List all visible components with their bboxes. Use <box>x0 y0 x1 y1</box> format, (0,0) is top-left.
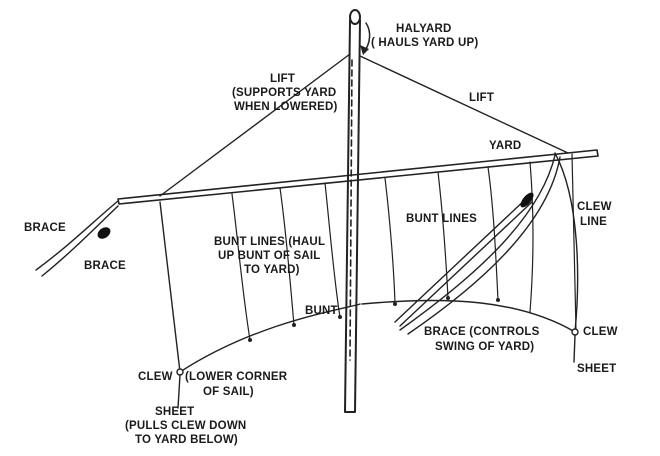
label-brace-right: BRACE (CONTROLS SWING OF YARD) <box>424 326 540 353</box>
label-brace-left-top: BRACE <box>24 222 66 234</box>
svg-text:BUNT: BUNT <box>305 305 338 317</box>
label-brace-left-bottom: BRACE <box>84 260 126 272</box>
svg-text:CLEW: CLEW <box>138 371 173 383</box>
label-sheet-right: SHEET <box>577 363 616 375</box>
svg-text:BUNT LINES (HAUL: BUNT LINES (HAUL <box>214 236 325 248</box>
label-bunt: BUNT <box>305 305 338 317</box>
svg-text:BRACE (CONTROLS: BRACE (CONTROLS <box>424 326 540 338</box>
svg-text:BUNT LINES: BUNT LINES <box>406 213 477 225</box>
svg-text:OF SAIL): OF SAIL) <box>203 386 254 398</box>
svg-text:CLEW: CLEW <box>583 326 618 338</box>
svg-text:LIFT: LIFT <box>469 92 494 104</box>
label-clew-right: CLEW <box>583 326 618 338</box>
sail <box>159 152 579 373</box>
label-lift-left: LIFT (SUPPORTS YARD WHEN LOWERED) <box>232 73 338 113</box>
svg-text:(PULLS CLEW DOWN: (PULLS CLEW DOWN <box>125 420 246 432</box>
bunt-line-blocks <box>248 296 500 342</box>
label-clew-line: CLEW LINE <box>577 201 612 228</box>
label-bunt-lines-right: BUNT LINES <box>406 213 477 225</box>
left-brace <box>35 200 119 277</box>
svg-text:( HAULS YARD UP): ( HAULS YARD UP) <box>371 37 478 49</box>
svg-text:BRACE: BRACE <box>84 260 126 272</box>
label-lower-corner: (LOWER CORNER OF SAIL) <box>185 371 288 398</box>
svg-text:WHEN LOWERED): WHEN LOWERED) <box>234 101 338 113</box>
label-yard: YARD <box>489 140 521 152</box>
svg-text:TO YARD): TO YARD) <box>244 264 300 276</box>
svg-text:LIFT: LIFT <box>270 73 295 85</box>
clews-and-sheets <box>176 328 579 409</box>
svg-text:SWING OF YARD): SWING OF YARD) <box>435 341 534 353</box>
svg-text:CLEW: CLEW <box>577 201 612 213</box>
yard <box>117 149 599 205</box>
svg-text:YARD: YARD <box>489 140 521 152</box>
svg-text:BRACE: BRACE <box>24 222 66 234</box>
halyard-arrow <box>360 22 371 55</box>
svg-text:TO YARD BELOW): TO YARD BELOW) <box>135 434 238 446</box>
label-lift-right: LIFT <box>469 92 494 104</box>
clew-line <box>571 153 577 331</box>
label-halyard: HALYARD ( HAULS YARD UP) <box>371 23 478 49</box>
bunt-lines <box>231 161 534 341</box>
svg-text:SHEET: SHEET <box>155 406 194 418</box>
svg-text:UP BUNT OF SAIL: UP BUNT OF SAIL <box>218 250 320 262</box>
svg-text:HALYARD: HALYARD <box>396 23 452 35</box>
svg-text:LINE: LINE <box>580 216 607 228</box>
mast <box>344 9 361 413</box>
label-bunt-lines-left: BUNT LINES (HAUL UP BUNT OF SAIL TO YARD… <box>214 236 325 276</box>
svg-text:(SUPPORTS YARD: (SUPPORTS YARD <box>232 87 336 99</box>
lift-lines <box>159 53 569 197</box>
svg-text:SHEET: SHEET <box>577 363 616 375</box>
label-sheet-left: SHEET (PULLS CLEW DOWN TO YARD BELOW) <box>125 406 246 446</box>
label-clew-left: CLEW <box>138 371 173 383</box>
right-brace <box>394 154 561 335</box>
svg-text:(LOWER CORNER: (LOWER CORNER <box>185 371 288 383</box>
